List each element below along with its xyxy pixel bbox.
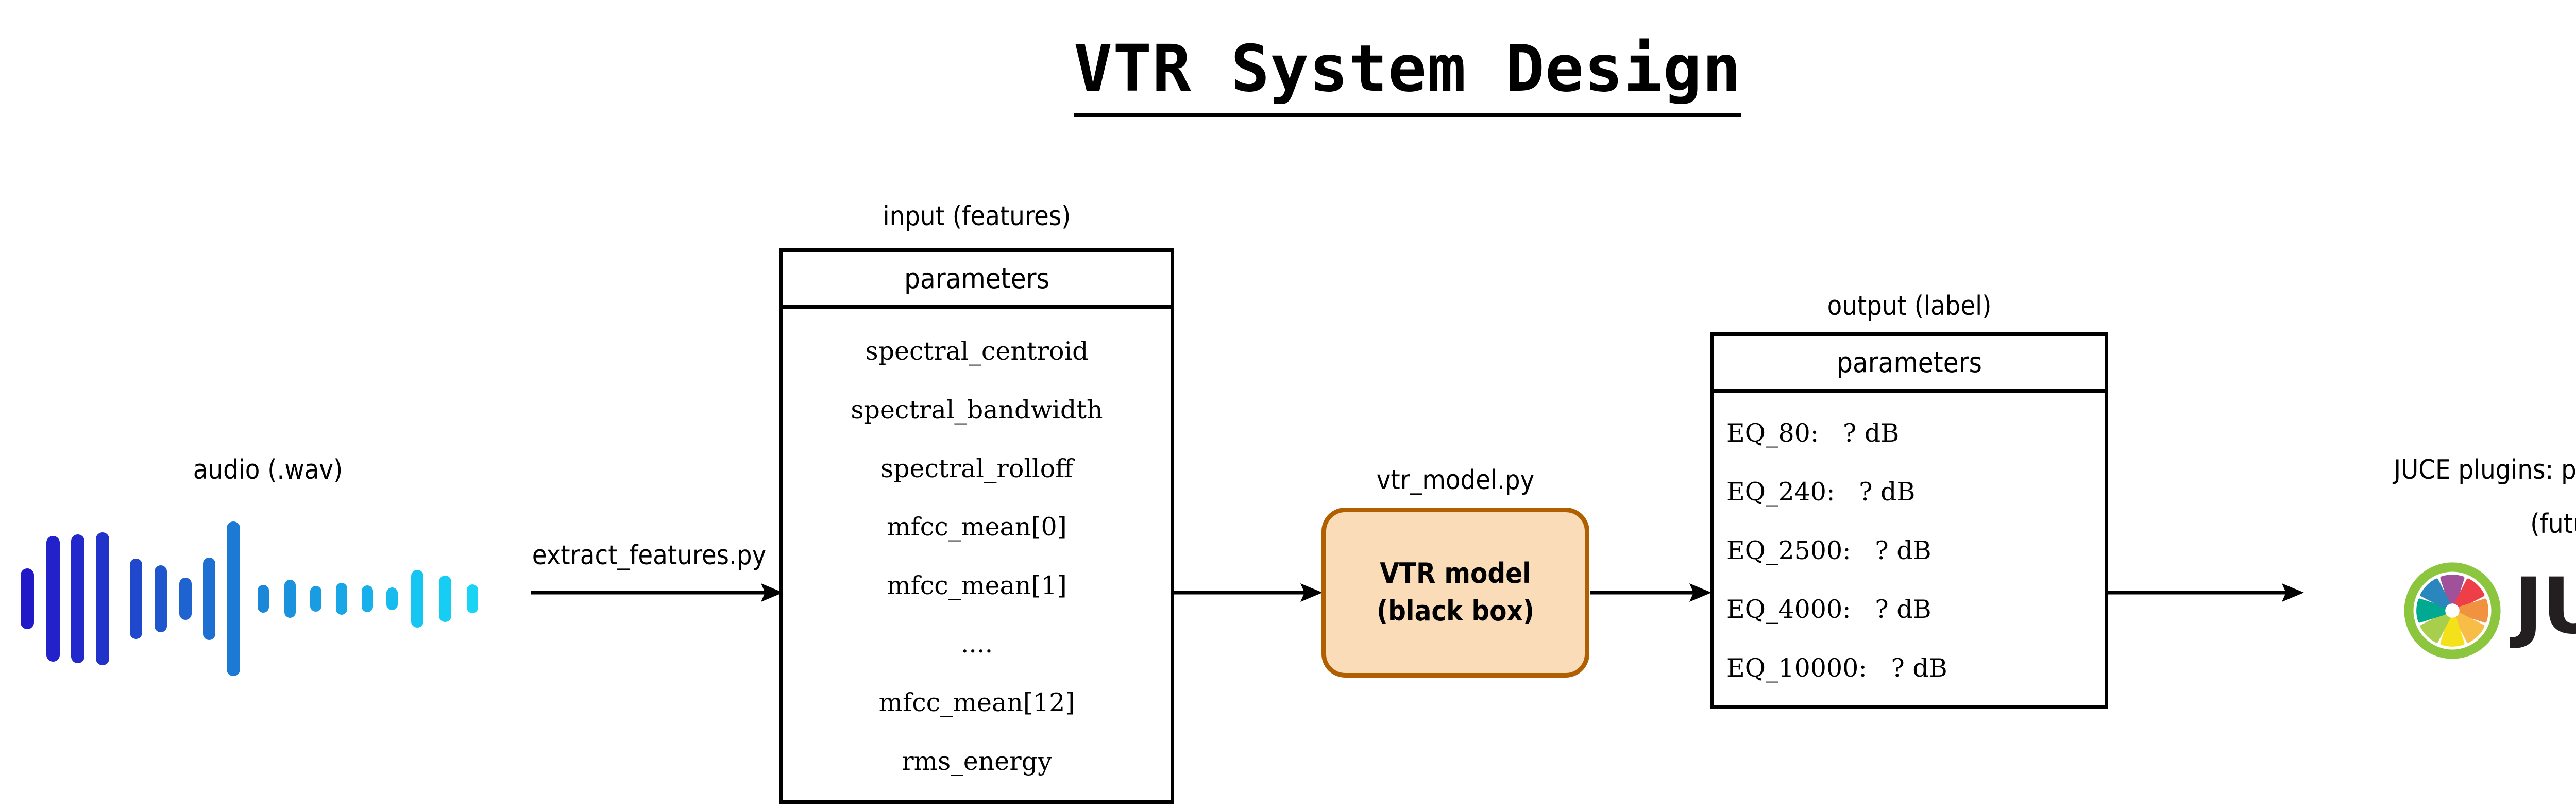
arrow-output-to-juce (2108, 582, 2304, 603)
waveform-bar (203, 558, 215, 640)
input-row: mfcc_mean[1] (887, 570, 1067, 600)
waveform-bar (130, 559, 142, 639)
juce-caption-line-2: (future) (2530, 509, 2576, 540)
juce-logo-segment-lower-left (2420, 613, 2450, 643)
input-row: .... (960, 629, 993, 659)
output-row: EQ_10000: ? dB (1726, 653, 1947, 683)
vtr-model-box[interactable]: VTR model (black box) (1321, 508, 1589, 678)
model-line-2: (black box) (1376, 595, 1535, 627)
extract-features-label: extract_features.py (532, 540, 767, 571)
arrow-input-to-model (1174, 582, 1323, 603)
input-box-rows: spectral_centroid spectral_bandwidth spe… (783, 309, 1171, 804)
output-row: EQ_240: ? dB (1726, 477, 1916, 507)
juce-logo-segment-upper-right (2454, 578, 2485, 609)
waveform-bar (46, 536, 60, 662)
output-row: EQ_4000: ? dB (1726, 594, 1931, 624)
output-row: EQ_2500: ? dB (1726, 535, 1931, 565)
waveform-bar (71, 534, 84, 663)
juce-logo-segment-right (2459, 598, 2488, 623)
output-box-rows: EQ_80: ? dB EQ_240: ? dB EQ_2500: ? dB E… (1714, 393, 2105, 709)
waveform-bar (439, 576, 451, 622)
input-row: mfcc_mean[12] (878, 688, 1075, 718)
input-features-box: parameters spectral_centroid spectral_ba… (779, 248, 1174, 804)
juce-logo-ring (2404, 562, 2501, 659)
input-box-header: parameters (783, 252, 1171, 309)
input-row: spectral_bandwidth (851, 395, 1103, 425)
input-row: mfcc_mean[0] (887, 512, 1067, 542)
waveform-bar (411, 570, 423, 628)
juce-wordmark: JUCE (2514, 562, 2576, 651)
waveform-bar (362, 585, 373, 612)
juce-logo-segment-left (2416, 598, 2446, 623)
input-box-caption: input (features) (883, 201, 1071, 232)
juce-logo-segment-upper-left (2420, 578, 2450, 609)
waveform-bar (179, 578, 192, 620)
juce-logo-segment-lower-right (2454, 613, 2485, 643)
audio-waveform-icon (21, 521, 515, 676)
waveform-bar (155, 565, 167, 632)
juce-logo-segment-bottom (2440, 617, 2465, 647)
juce-logo-segment-top (2440, 575, 2465, 604)
input-row: rms_energy (902, 746, 1052, 776)
waveform-bar (21, 568, 34, 629)
juce-caption-line-1: JUCE plugins: processed audio (2394, 454, 2576, 485)
input-row: spectral_centroid (865, 336, 1089, 366)
waveform-bar (96, 532, 109, 665)
arrow-waveform-to-input (531, 582, 783, 603)
waveform-bar (258, 585, 269, 613)
waveform-bar (467, 584, 478, 613)
output-label-box: parameters EQ_80: ? dB EQ_240: ? dB EQ_2… (1710, 332, 2108, 709)
arrow-model-to-output (1590, 582, 1711, 603)
waveform-bar (386, 587, 398, 610)
waveform-bar (336, 583, 347, 615)
output-box-header: parameters (1714, 336, 2105, 393)
audio-label: audio (.wav) (193, 454, 343, 485)
model-caption: vtr_model.py (1376, 465, 1535, 496)
waveform-bar (284, 580, 296, 618)
waveform-bar (227, 521, 240, 676)
juce-logo-icon (2403, 562, 2501, 660)
page-title-text: VTR System Design (1073, 31, 1742, 117)
page-title: VTR System Design (0, 31, 2576, 117)
output-box-caption: output (label) (1827, 291, 1992, 322)
output-row: EQ_80: ? dB (1726, 418, 1900, 448)
waveform-bar (310, 586, 321, 612)
model-line-1: VTR model (1380, 557, 1531, 590)
input-row: spectral_rolloff (880, 453, 1074, 483)
